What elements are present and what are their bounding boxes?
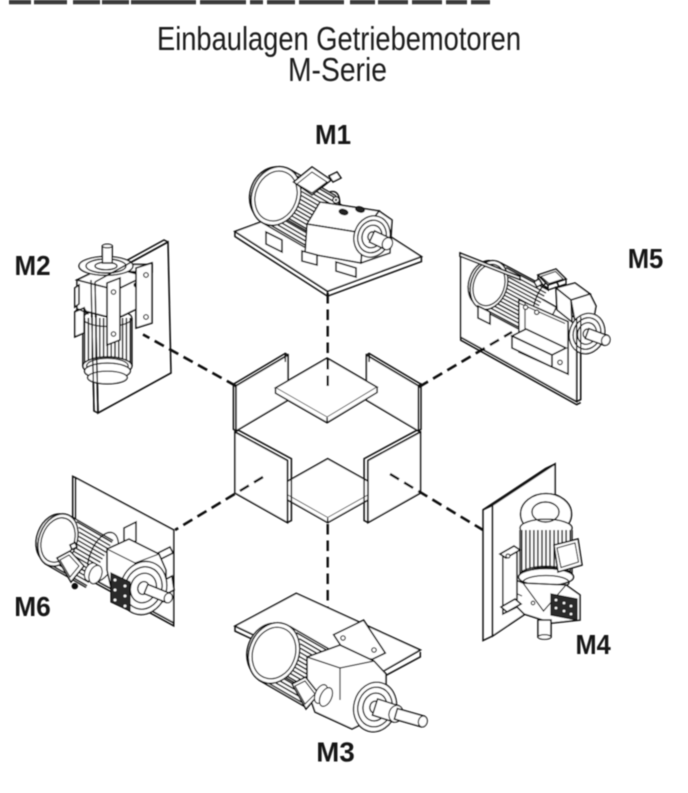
svg-text:M4: M4 — [576, 629, 612, 660]
svg-text:M2: M2 — [15, 250, 51, 281]
svg-text:Einbaulagen Getriebemotoren: Einbaulagen Getriebemotoren — [157, 21, 521, 58]
svg-text:M6: M6 — [14, 591, 51, 622]
svg-text:M-Serie: M-Serie — [288, 52, 387, 89]
svg-text:M5: M5 — [628, 243, 664, 274]
svg-text:M3: M3 — [316, 737, 354, 768]
svg-text:M1: M1 — [315, 119, 351, 150]
